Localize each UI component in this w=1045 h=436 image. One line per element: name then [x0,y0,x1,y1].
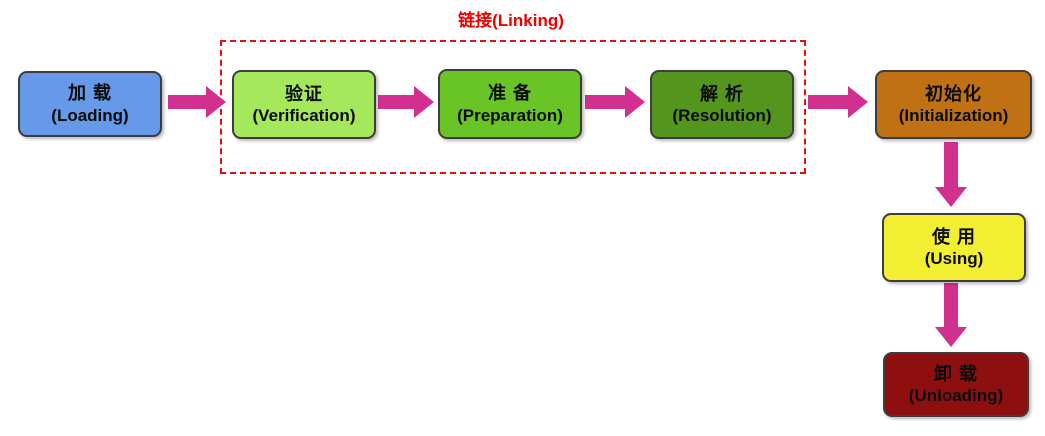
linking-group-title: 链接(Linking) [458,11,564,30]
stage-using-label-en: (Using) [924,249,984,269]
stage-verification-label-en: (Verification) [252,106,356,126]
stage-preparation: 准 备 (Preparation) [438,69,582,139]
stage-initialization: 初始化 (Initialization) [875,70,1032,139]
stage-verification: 验证 (Verification) [232,70,376,139]
stage-using-label-zh: 使 用 [931,226,976,247]
stage-preparation-label-zh: 准 备 [487,83,532,104]
arrow-down-icon-initialization-to-using [935,142,967,207]
stage-resolution-label-zh: 解 析 [699,83,744,104]
stage-unloading: 卸 载 (Unloading) [883,352,1029,417]
stage-resolution-label-en: (Resolution) [672,106,772,126]
arrow-down-icon-using-to-unloading [935,283,967,347]
arrow-right-icon-resolution-to-initialization [808,86,868,118]
arrow-right-icon-loading-to-verification [168,86,226,118]
stage-unloading-label-en: (Unloading) [908,386,1004,406]
stage-resolution: 解 析 (Resolution) [650,70,794,139]
stage-using: 使 用 (Using) [882,213,1026,282]
stage-preparation-label-en: (Preparation) [457,105,563,125]
stage-loading-label-en: (Loading) [51,105,129,125]
stage-loading: 加 载 (Loading) [18,71,162,137]
stage-verification-label-zh: 验证 [285,83,323,104]
stage-initialization-label-zh: 初始化 [925,83,982,104]
stage-initialization-label-en: (Initialization) [898,106,1009,126]
stage-loading-label-zh: 加 载 [67,83,112,104]
stage-unloading-label-zh: 卸 载 [933,363,978,384]
